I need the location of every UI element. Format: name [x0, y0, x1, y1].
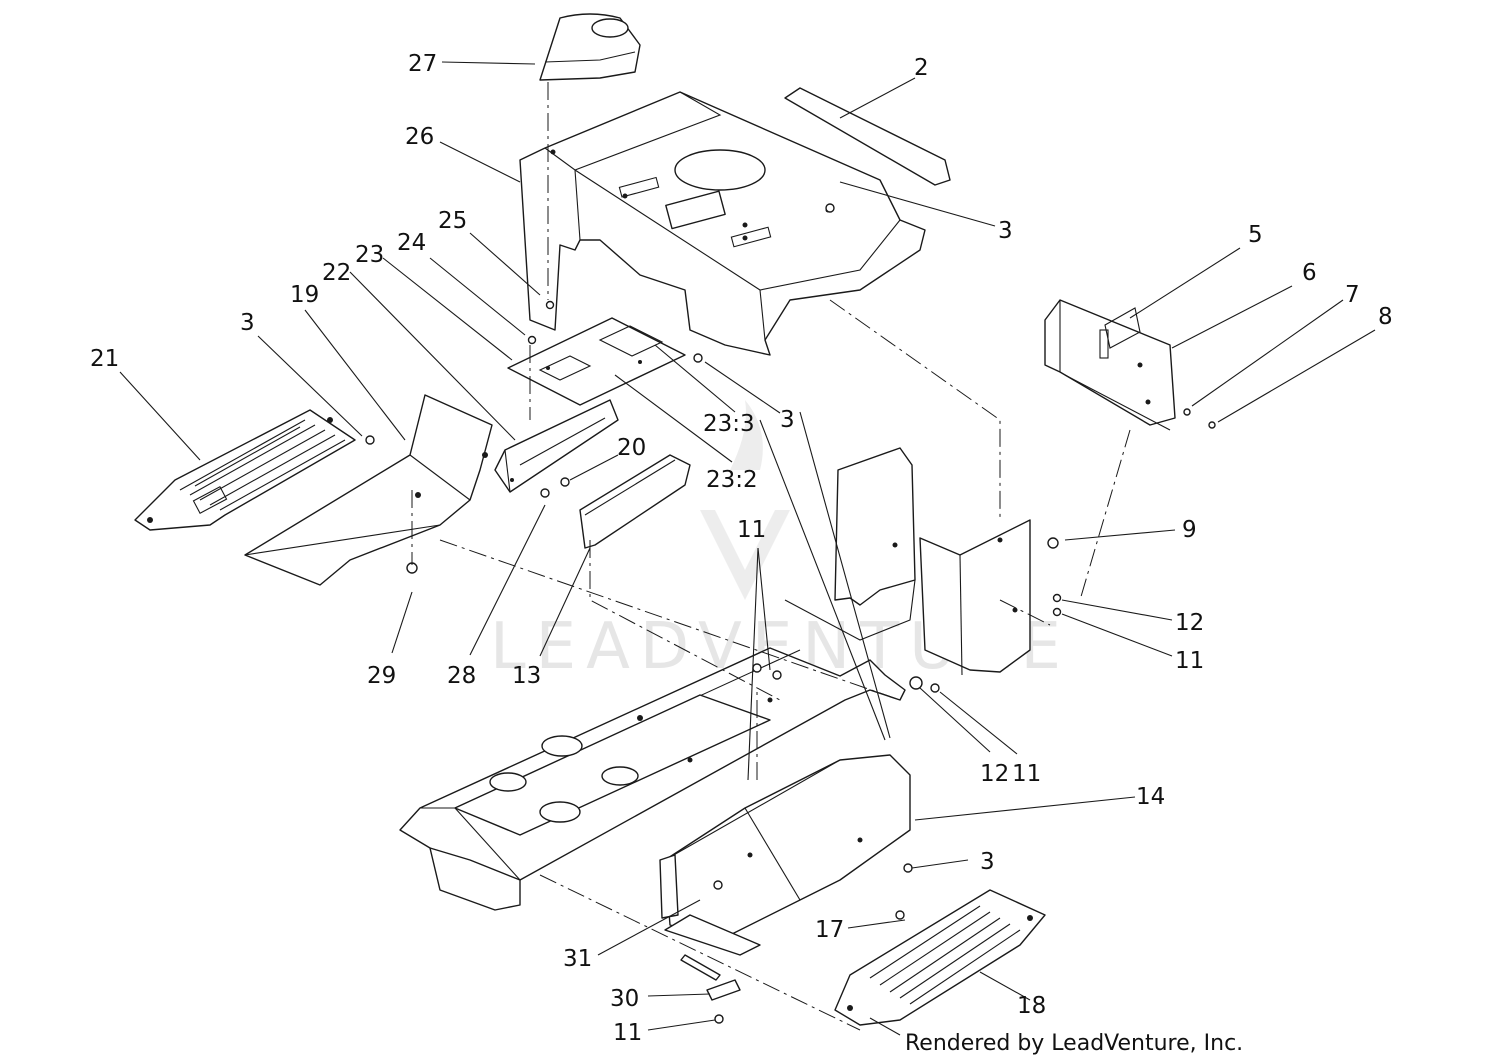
- callout-11: 11: [1175, 648, 1204, 674]
- callout-31: 31: [563, 946, 592, 972]
- nut-icon: [714, 1014, 724, 1024]
- bolt-icon: [545, 300, 555, 310]
- callout-23-3: 23:3: [703, 411, 755, 437]
- callout-27: 27: [408, 51, 437, 77]
- callout-3: 3: [980, 849, 995, 875]
- callout-3: 3: [240, 310, 255, 336]
- callout-2: 2: [914, 55, 929, 81]
- callout-19: 19: [290, 282, 319, 308]
- part-cover: [579, 454, 691, 549]
- credit-text: Rendered by LeadVenture, Inc.: [905, 1031, 1243, 1056]
- callout-12: 12: [1175, 610, 1204, 636]
- bolt-icon: [825, 203, 835, 213]
- part-rear-tower: [784, 447, 1031, 676]
- callout-8: 8: [1378, 304, 1393, 330]
- callout-11: 11: [737, 517, 766, 543]
- washer-icon: [1183, 408, 1191, 416]
- callout-20: 20: [617, 435, 646, 461]
- bolt-icon: [903, 863, 913, 873]
- part-console-plate: [507, 317, 686, 406]
- callout-7: 7: [1345, 282, 1360, 308]
- callout-5: 5: [1248, 222, 1263, 248]
- part-rail-bracket: [494, 399, 619, 493]
- part-fender-pan: [519, 91, 926, 356]
- assembly-lines: [411, 82, 1131, 1031]
- callout-23: 23: [355, 242, 384, 268]
- callout-29: 29: [367, 663, 396, 689]
- leader-lines: [119, 61, 1376, 1036]
- callout-labels: 27 2 26 3 25 24 23 22 19 3 21 5 6 7 8 3 …: [90, 51, 1393, 1046]
- part-decal-strip: [784, 87, 951, 186]
- bolt-icon: [540, 488, 550, 498]
- callout-6: 6: [1302, 260, 1317, 286]
- nut-icon: [772, 670, 782, 680]
- callout-9: 9: [1182, 517, 1197, 543]
- callout-18: 18: [1017, 993, 1046, 1019]
- bolt-icon: [560, 477, 570, 487]
- part-side-panel: [1044, 299, 1176, 431]
- callout-11: 11: [613, 1020, 642, 1046]
- callout-23-2: 23:2: [706, 467, 758, 493]
- callout-22: 22: [322, 260, 351, 286]
- bolt-icon: [713, 880, 723, 890]
- callout-26: 26: [405, 124, 434, 150]
- strap-icon: [664, 914, 761, 956]
- washer-icon: [1052, 593, 1062, 603]
- pin-icon: [680, 954, 721, 981]
- callout-3: 3: [780, 407, 795, 433]
- hardware: [365, 203, 1216, 1024]
- nut-icon: [752, 663, 762, 673]
- bolt-icon: [895, 910, 905, 920]
- callout-11: 11: [1012, 761, 1041, 787]
- bolt-icon: [527, 335, 537, 345]
- bolt-icon: [365, 435, 375, 445]
- part-left-footmat: [134, 409, 356, 531]
- bolt-icon: [693, 353, 703, 363]
- bracket-icon: [706, 979, 741, 1001]
- nut-icon: [1052, 607, 1062, 617]
- callout-17: 17: [815, 917, 844, 943]
- callout-24: 24: [397, 230, 426, 256]
- nut-icon: [1047, 537, 1059, 549]
- callout-21: 21: [90, 346, 119, 372]
- part-right-footmat: [834, 889, 1046, 1026]
- callout-12: 12: [980, 761, 1009, 787]
- callout-3: 3: [998, 218, 1013, 244]
- callout-13: 13: [512, 663, 541, 689]
- callout-25: 25: [438, 208, 467, 234]
- part-right-footrest-pan: [659, 754, 911, 941]
- watermark-logo-icon: [700, 400, 790, 600]
- nut-icon: [930, 683, 940, 693]
- callout-14: 14: [1136, 784, 1165, 810]
- washer-icon: [909, 676, 923, 690]
- part-decal-square: [1104, 307, 1141, 349]
- bolt-icon: [1208, 421, 1216, 429]
- part-dash-cap: [539, 13, 641, 81]
- part-left-footrest-pan: [244, 394, 493, 586]
- callout-30: 30: [610, 986, 639, 1012]
- callout-28: 28: [447, 663, 476, 689]
